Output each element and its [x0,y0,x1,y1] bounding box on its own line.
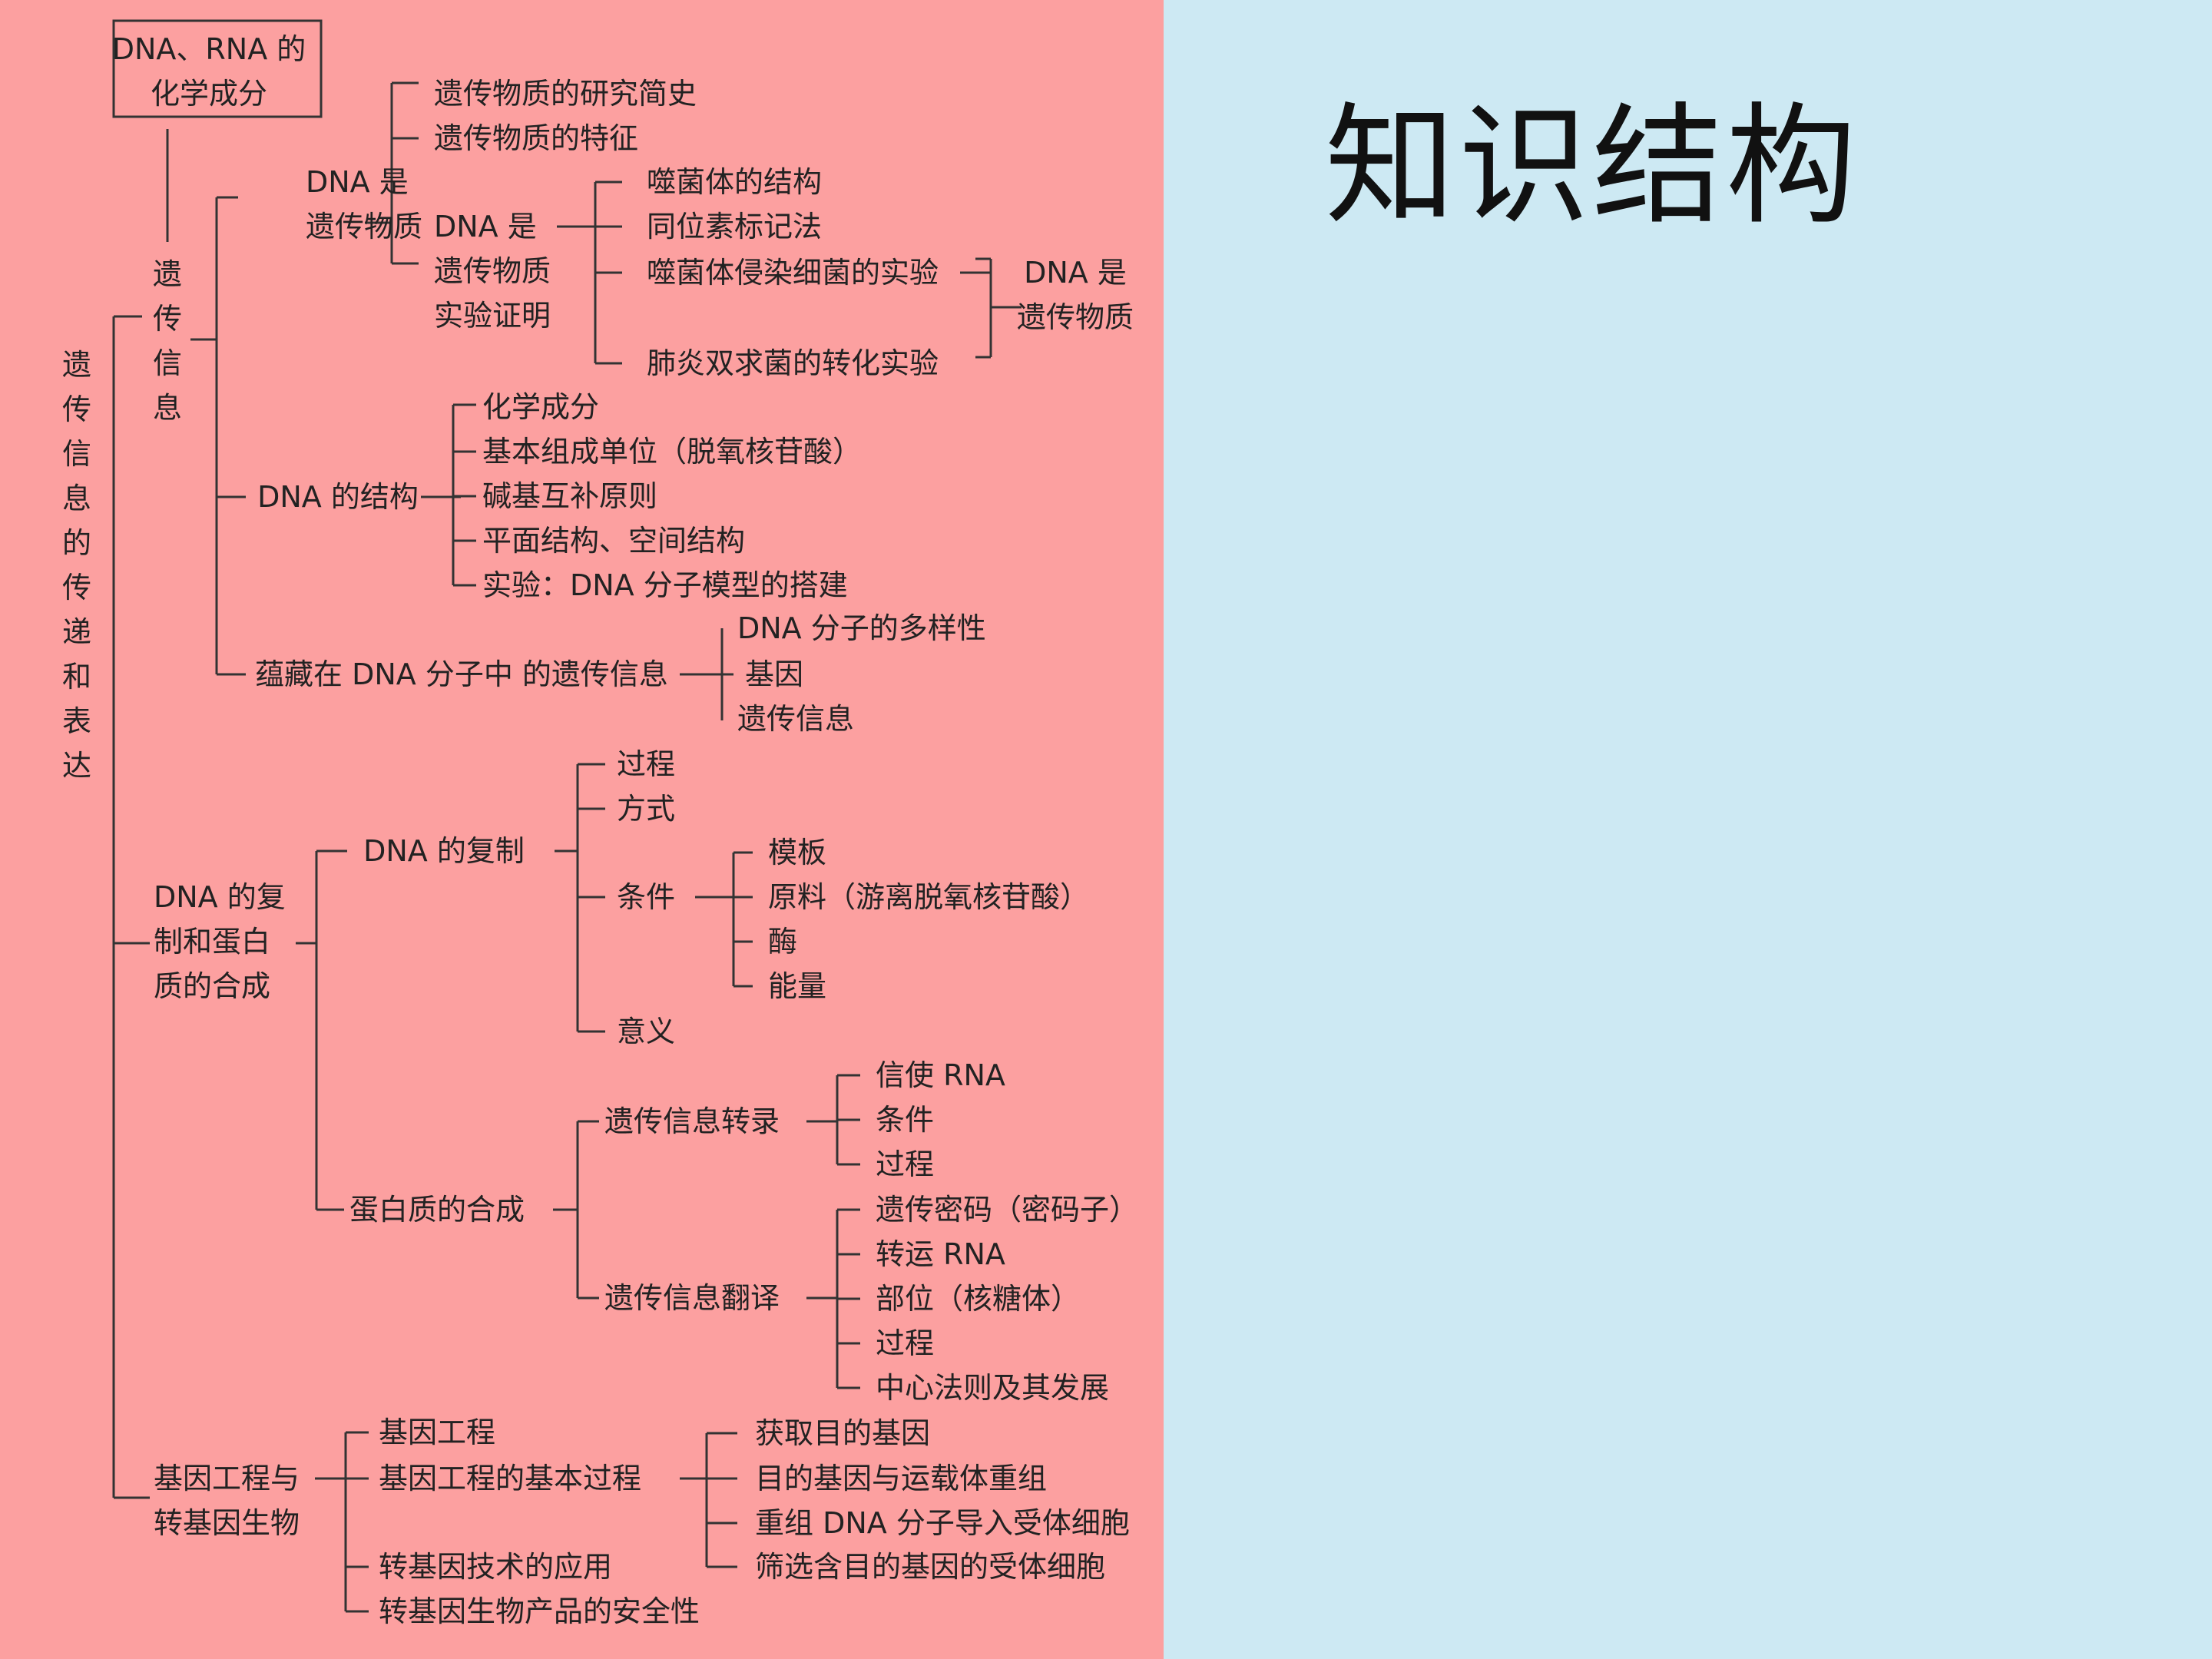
top-box-text-line: 化学成分 [151,77,267,111]
node-trna: 转运 RNA [876,1237,1005,1271]
node-experimental-proof-line: DNA 是 [434,210,537,243]
node-dna-is-material-line: DNA 是 [306,165,409,199]
node-conclusion-line: DNA 是 [1024,256,1127,290]
node-phage-structure: 噬菌体的结构 [647,165,822,199]
concept-map-panel [0,0,1164,1659]
node-significance: 意义 [617,1015,675,1048]
node-root-char: 达 [62,749,91,783]
node-root-char: 和 [62,660,91,694]
node-screen: 筛选含目的基因的受体细胞 [755,1550,1105,1584]
node-root-char: 遗 [62,348,91,382]
node-genetic-engineering-line: 基因工程与 [154,1462,300,1495]
top-box-border [112,19,323,118]
node-translation: 遗传信息翻译 [604,1281,780,1315]
node-research-history: 遗传物质的研究简史 [434,77,697,111]
node-plane-space: 平面结构、空间结构 [482,524,745,558]
node-obtain-gene: 获取目的基因 [755,1416,930,1450]
node-codon: 遗传密码（密码子） [876,1193,1138,1227]
node-dna-structure: DNA 的结构 [257,480,419,514]
node-ge-basic-process: 基因工程的基本过程 [379,1462,641,1495]
node-process: 过程 [617,747,675,781]
node-raw-material: 原料（游离脱氧核苷酸） [768,880,1089,914]
node-genetic-info-char: 信 [153,346,182,380]
node-replication-synthesis-line: 制和蛋白 [154,925,270,959]
node-model-experiment: 实验：DNA 分子模型的搭建 [482,568,848,602]
node-introduce: 重组 DNA 分子导入受体细胞 [755,1506,1130,1540]
slide-title: 知识结构 [1325,91,1860,243]
node-energy: 能量 [768,969,826,1003]
node-replication-synthesis-line: 质的合成 [154,969,270,1003]
node-experimental-proof-line: 实验证明 [434,299,551,333]
node-phage-infection: 噬菌体侵染细菌的实验 [647,256,939,290]
node-diversity: DNA 分子的多样性 [737,611,986,645]
node-transgenic-safety: 转基因生物产品的安全性 [379,1594,700,1628]
node-genetic-info-char: 遗 [153,257,182,291]
node-isotope-labeling: 同位素标记法 [647,210,822,243]
node-chem-composition: 化学成分 [482,390,599,424]
node-pneumococcus: 肺炎双求菌的转化实验 [647,346,939,380]
node-protein-synthesis: 蛋白质的合成 [349,1193,525,1227]
node-root-char: 息 [62,482,91,515]
node-mode: 方式 [617,792,675,826]
node-experimental-proof-line: 遗传物质 [434,254,551,288]
node-recombine: 目的基因与运载体重组 [755,1462,1047,1495]
top-box-text-line: DNA、RNA 的 [112,32,306,66]
node-root-char: 的 [62,526,91,560]
node-central-dogma: 中心法则及其发展 [876,1371,1109,1405]
node-genetic-engineering-line: 转基因生物 [154,1506,300,1540]
node-genetic-info-char: 传 [153,302,182,336]
node-gene-eng: 基因工程 [379,1416,495,1449]
node-t-process: 过程 [876,1147,934,1181]
node-enzyme: 酶 [768,925,797,959]
node-base-pairing: 碱基互补原则 [482,479,657,513]
node-root-char: 信 [62,437,91,471]
node-material-features: 遗传物质的特征 [434,121,638,155]
node-replication-synthesis-line: DNA 的复 [154,880,286,914]
node-genetic-info-char: 息 [153,391,182,425]
node-transcription: 遗传信息转录 [604,1104,780,1138]
node-dna-is-material-line: 遗传物质 [306,210,422,243]
node-template: 模板 [768,836,826,869]
node-gene: 基因 [745,657,803,691]
node-conclusion-line: 遗传物质 [1017,300,1134,334]
node-basic-unit: 基本组成单位（脱氧核苷酸） [482,435,862,469]
connector-lines [112,19,1022,1613]
node-conditions: 条件 [617,880,675,914]
node-transgenic-app: 转基因技术的应用 [379,1550,612,1584]
node-root-char: 传 [62,392,91,426]
node-dna-replication: DNA 的复制 [363,834,525,868]
node-mrna: 信使 RNA [876,1058,1005,1092]
node-root-char: 传 [62,571,91,604]
node-info-in-dna: 蕴藏在 DNA 分子中 的遗传信息 [255,657,668,691]
node-genetic-info-leaf: 遗传信息 [737,702,854,736]
node-tr-process: 过程 [876,1326,934,1360]
node-site: 部位（核糖体） [876,1282,1080,1316]
node-root-char: 表 [62,704,91,738]
node-root-char: 递 [62,615,91,649]
node-t-conditions: 条件 [876,1103,934,1137]
